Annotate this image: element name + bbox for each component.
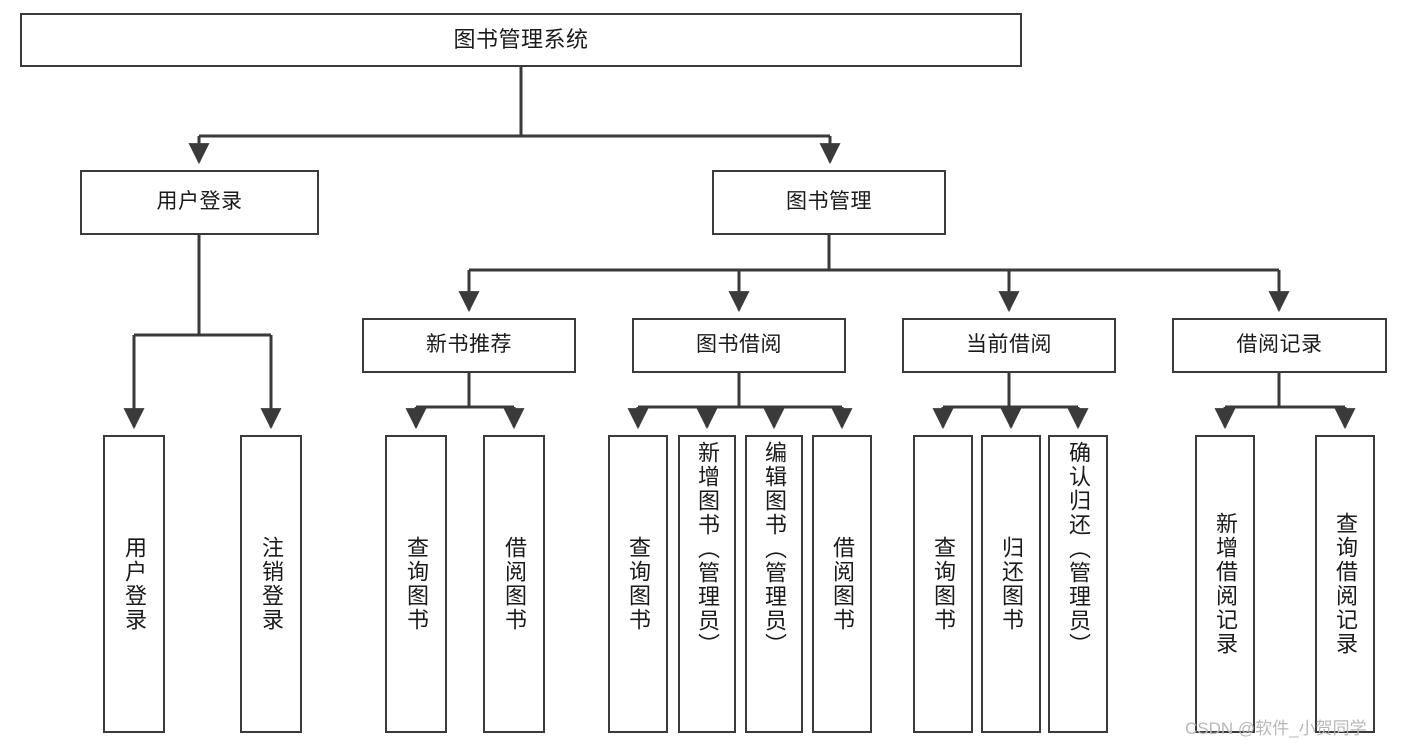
node-leaf-logout-login-label: 注销登录: [259, 536, 284, 632]
node-new-book-recommend-label: 新书推荐: [426, 333, 512, 357]
node-book-borrow[interactable]: 图书借阅: [632, 318, 846, 373]
node-leaf-confirm-return-label: 确认归还（管理员）: [1066, 441, 1091, 657]
node-leaf-add-record[interactable]: 新增借阅记录: [1195, 435, 1255, 733]
node-root-label: 图书管理系统: [453, 27, 589, 53]
node-leaf-query-book-2[interactable]: 查询图书: [608, 435, 668, 733]
node-leaf-add-record-label: 新增借阅记录: [1213, 512, 1238, 656]
node-leaf-edit-book-label: 编辑图书（管理员）: [762, 441, 787, 657]
node-leaf-user-login-label: 用户登录: [122, 536, 147, 632]
node-leaf-query-book-3[interactable]: 查询图书: [913, 435, 973, 733]
node-leaf-query-record-label: 查询借阅记录: [1333, 512, 1358, 656]
node-current-borrow-label: 当前借阅: [966, 333, 1052, 357]
node-new-book-recommend[interactable]: 新书推荐: [362, 318, 576, 373]
node-leaf-return-book[interactable]: 归还图书: [981, 435, 1041, 733]
node-leaf-query-record[interactable]: 查询借阅记录: [1315, 435, 1375, 733]
node-leaf-user-login[interactable]: 用户登录: [103, 435, 165, 733]
node-leaf-add-book[interactable]: 新增图书（管理员）: [678, 435, 736, 733]
node-leaf-add-book-label: 新增图书（管理员）: [695, 441, 720, 657]
node-leaf-query-book-1[interactable]: 查询图书: [385, 435, 447, 733]
node-leaf-logout-login[interactable]: 注销登录: [240, 435, 302, 733]
node-root[interactable]: 图书管理系统: [20, 13, 1022, 67]
node-leaf-query-book-1-label: 查询图书: [404, 536, 429, 632]
node-book-manage[interactable]: 图书管理: [712, 170, 946, 235]
node-borrow-record-label: 借阅记录: [1236, 333, 1323, 357]
node-user-login[interactable]: 用户登录: [80, 170, 319, 235]
node-current-borrow[interactable]: 当前借阅: [902, 318, 1116, 373]
node-leaf-return-book-label: 归还图书: [999, 536, 1024, 632]
node-leaf-borrow-book-1-label: 借阅图书: [502, 536, 527, 632]
node-leaf-borrow-book-2[interactable]: 借阅图书: [812, 435, 872, 733]
node-leaf-confirm-return[interactable]: 确认归还（管理员）: [1048, 435, 1108, 733]
node-book-borrow-label: 图书借阅: [696, 333, 782, 357]
node-leaf-borrow-book-1[interactable]: 借阅图书: [483, 435, 545, 733]
node-leaf-query-book-2-label: 查询图书: [626, 536, 651, 632]
node-user-login-label: 用户登录: [156, 190, 243, 214]
node-book-manage-label: 图书管理: [786, 190, 872, 214]
node-borrow-record[interactable]: 借阅记录: [1172, 318, 1387, 373]
node-leaf-edit-book[interactable]: 编辑图书（管理员）: [745, 435, 803, 733]
node-leaf-borrow-book-2-label: 借阅图书: [830, 536, 855, 632]
node-leaf-query-book-3-label: 查询图书: [931, 536, 956, 632]
